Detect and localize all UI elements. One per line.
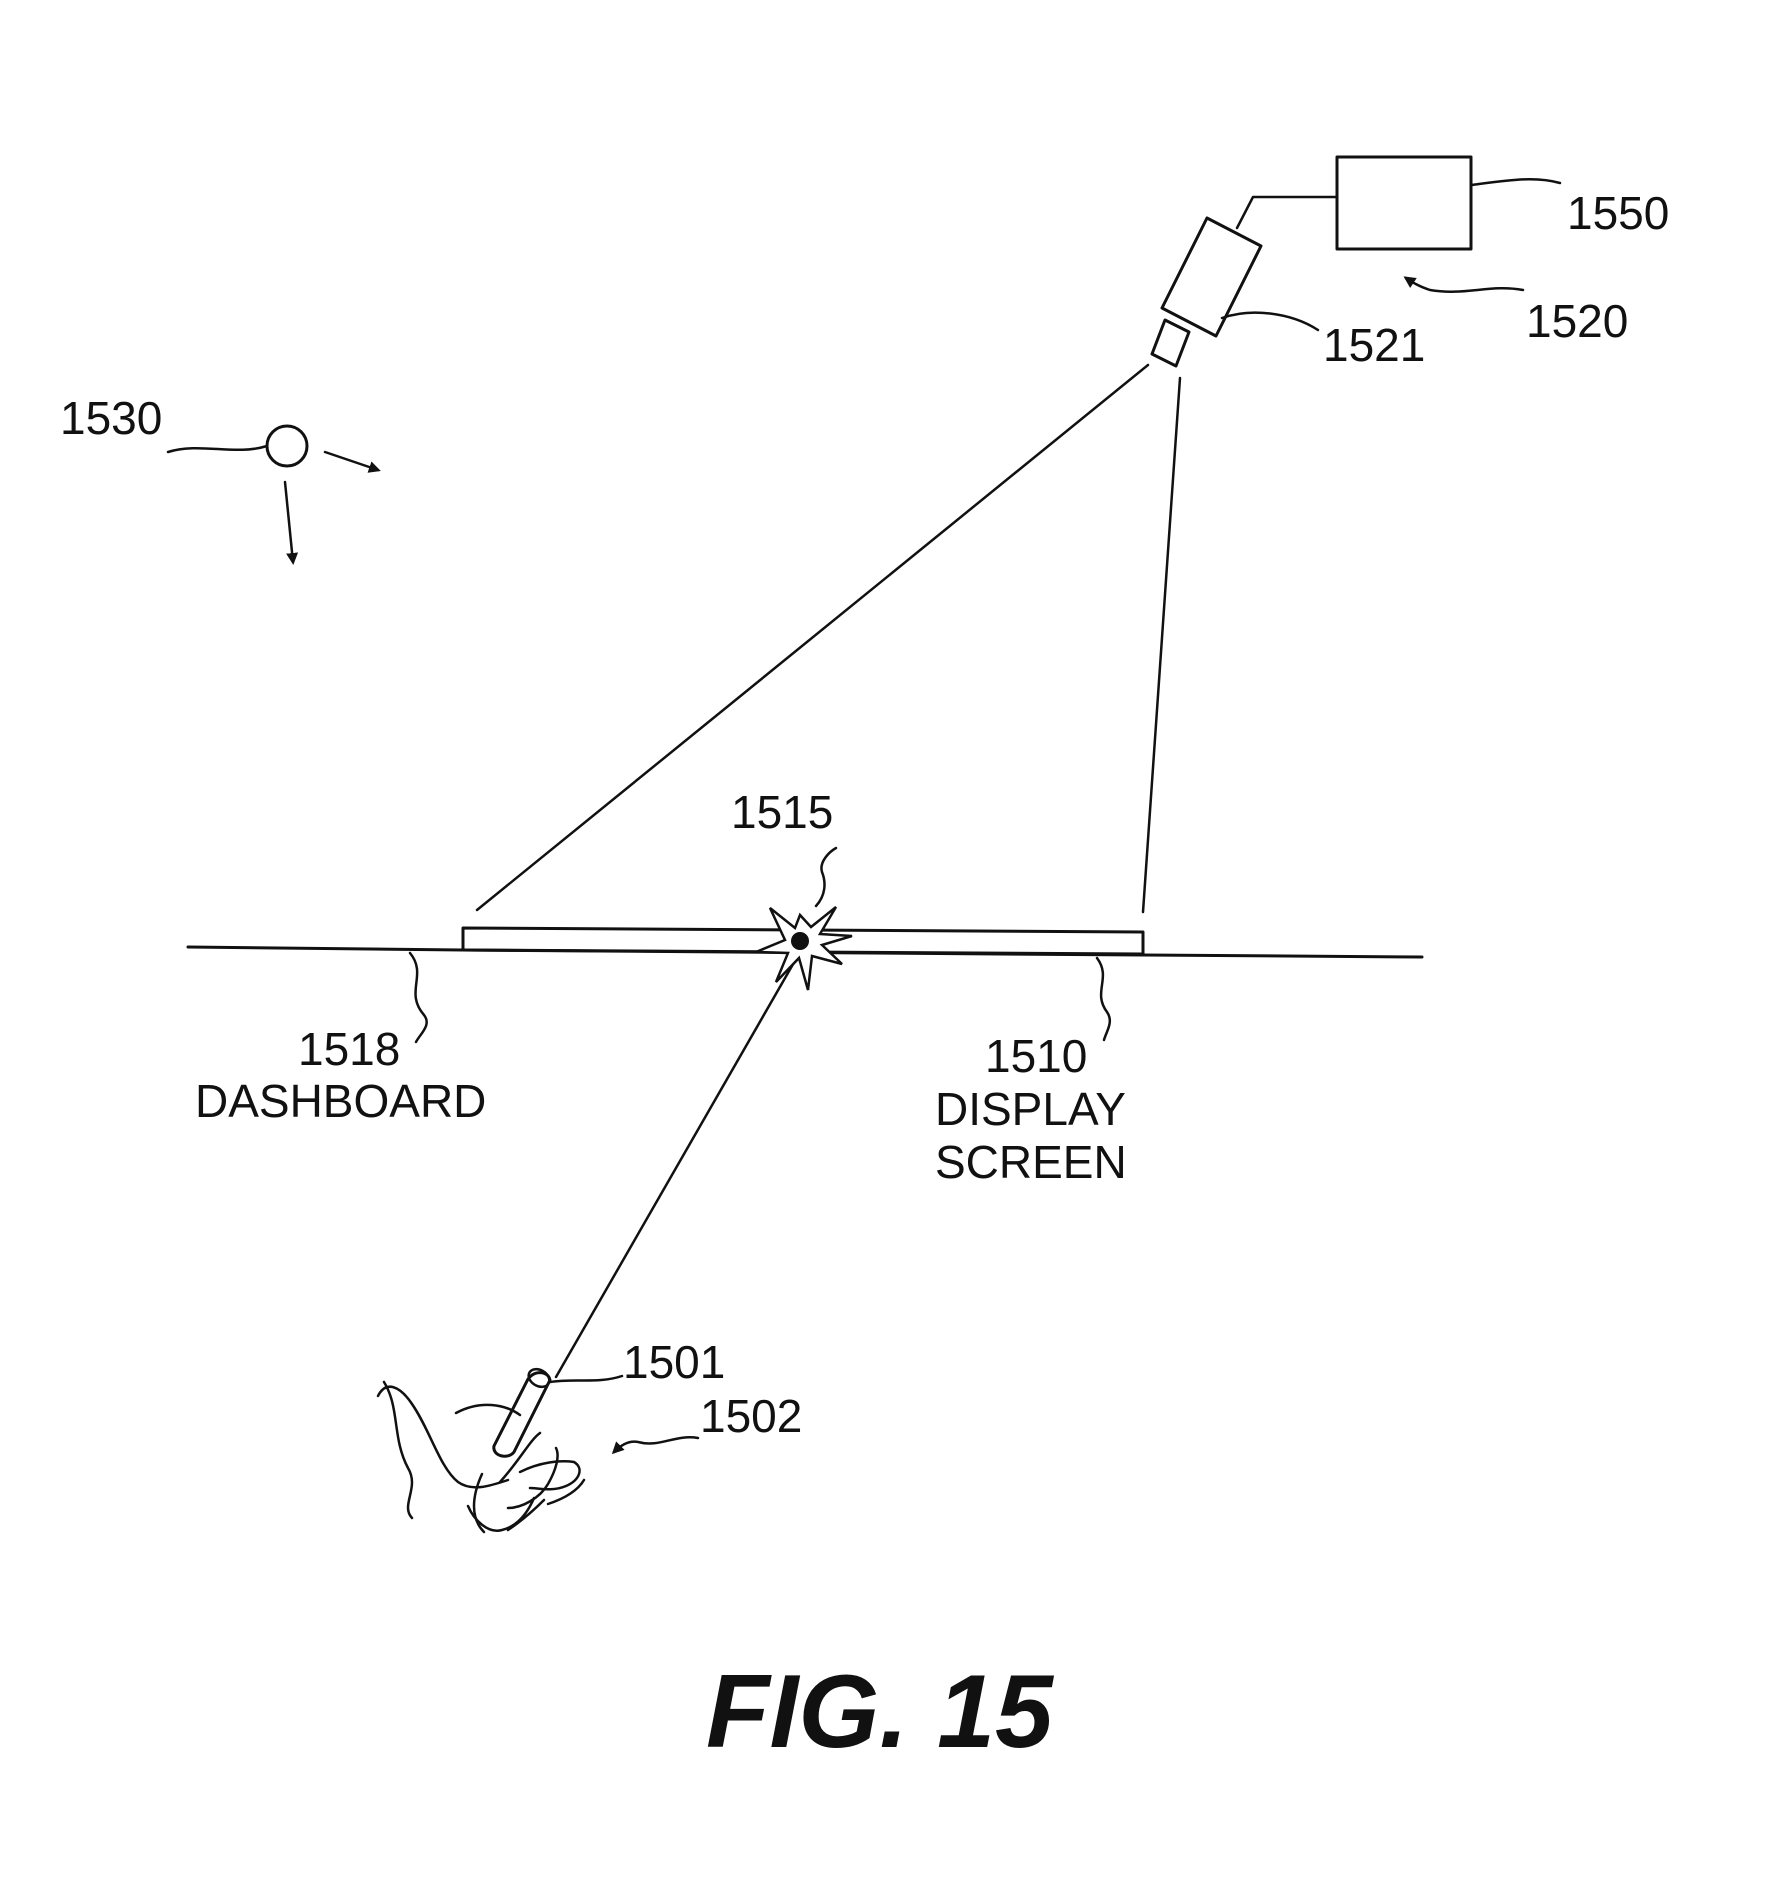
- computer-box: [1337, 157, 1471, 249]
- figure-caption: FIG. 15: [706, 1654, 1055, 1770]
- leader-1510: [1097, 958, 1110, 1040]
- leader-1530: [168, 446, 267, 452]
- label-1510: 1510: [985, 1030, 1087, 1082]
- laser-beam: [556, 952, 800, 1377]
- leader-1518: [410, 953, 427, 1042]
- camera-cable: [1237, 197, 1337, 228]
- label-1521: 1521: [1323, 319, 1425, 371]
- pointer-device: [494, 1366, 553, 1457]
- arrow-1502: [614, 1437, 698, 1452]
- label-1515: 1515: [731, 786, 833, 838]
- fov-line-right: [1143, 378, 1180, 912]
- label-1550: 1550: [1567, 187, 1669, 239]
- axis-arrow-right: [325, 452, 378, 470]
- leader-1515: [816, 848, 836, 906]
- camera: [1152, 218, 1261, 366]
- label-screen: SCREEN: [935, 1136, 1127, 1188]
- axis-arrow-down: [285, 482, 293, 562]
- label-1520: 1520: [1526, 295, 1628, 347]
- arrow-1520: [1406, 278, 1523, 292]
- leader-1501: [550, 1376, 622, 1382]
- label-1530: 1530: [60, 392, 162, 444]
- label-display: DISPLAY: [935, 1083, 1126, 1135]
- coordinate-origin-icon: [267, 426, 307, 466]
- leader-1521: [1222, 313, 1318, 330]
- label-1501: 1501: [623, 1336, 725, 1388]
- leader-1550: [1471, 179, 1560, 185]
- light-spot-icon: [756, 907, 852, 990]
- hand-icon: [378, 1382, 584, 1532]
- label-1518: 1518: [298, 1023, 400, 1075]
- label-dashboard: DASHBOARD: [195, 1075, 486, 1127]
- label-1502: 1502: [700, 1390, 802, 1442]
